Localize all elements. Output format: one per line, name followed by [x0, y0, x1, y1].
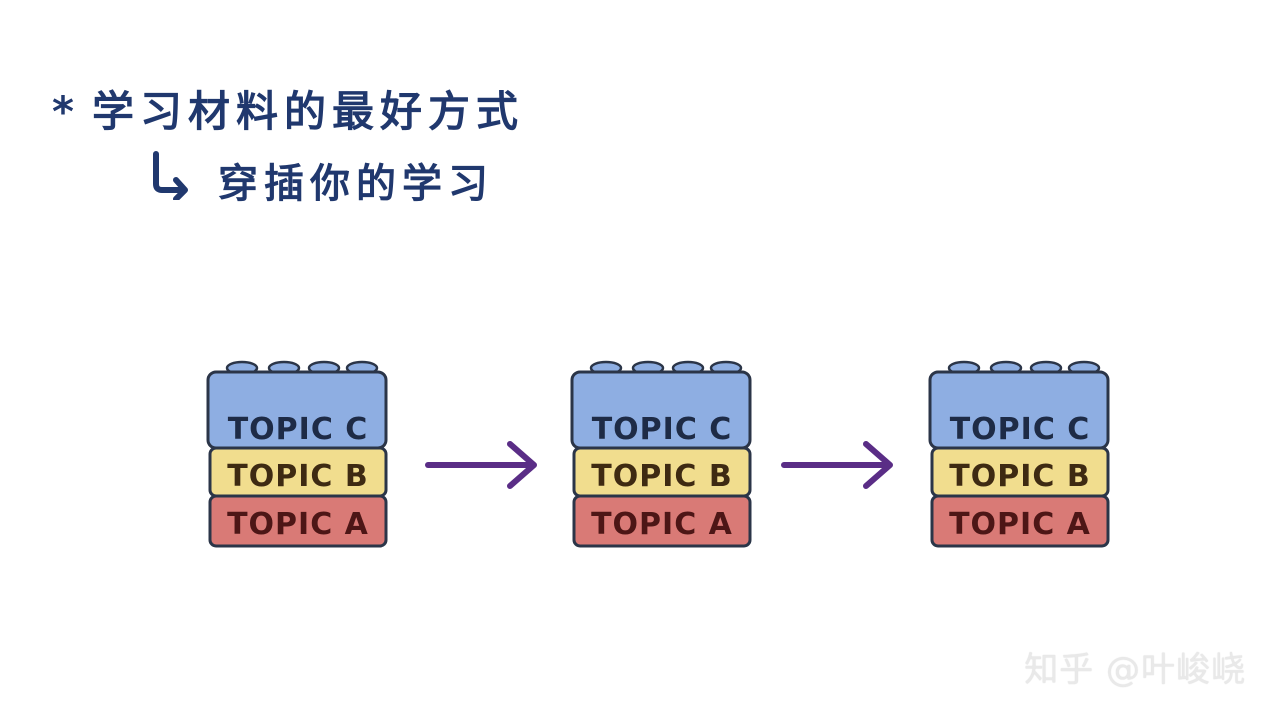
- topic-c-label: TOPIC C: [228, 412, 369, 447]
- topic-b-label: TOPIC B: [227, 459, 368, 494]
- watermark: 知乎 @叶峻峣: [1024, 650, 1246, 690]
- brick-a: [930, 494, 1110, 548]
- arrow-right-icon: [780, 438, 900, 496]
- subline-text: 穿插你的学习: [218, 161, 494, 207]
- headline-text: 学习材料的最好方式: [91, 87, 524, 136]
- topic-b-label: TOPIC B: [949, 459, 1090, 494]
- topic-c-label: TOPIC C: [950, 412, 1091, 447]
- lego-stack-2: TOPIC C TOPIC B TOPIC A: [570, 358, 758, 550]
- arrow-right-icon: [424, 438, 544, 496]
- topic-a-label: TOPIC A: [949, 507, 1091, 542]
- topic-c-label: TOPIC C: [592, 412, 733, 447]
- topic-b-label: TOPIC B: [591, 459, 732, 494]
- headline: *学习材料的最好方式: [52, 78, 524, 139]
- topic-a-label: TOPIC A: [591, 507, 733, 542]
- return-arrow-icon: [150, 150, 218, 210]
- brick-a: [572, 494, 752, 548]
- brick-a: [208, 494, 388, 548]
- topic-a-label: TOPIC A: [227, 507, 369, 542]
- lego-stack-3: TOPIC C TOPIC B TOPIC A: [928, 358, 1116, 550]
- lego-stack-1: TOPIC C TOPIC B TOPIC A: [206, 358, 394, 550]
- bullet-star: *: [52, 87, 80, 136]
- subline: 穿插你的学习: [150, 150, 494, 210]
